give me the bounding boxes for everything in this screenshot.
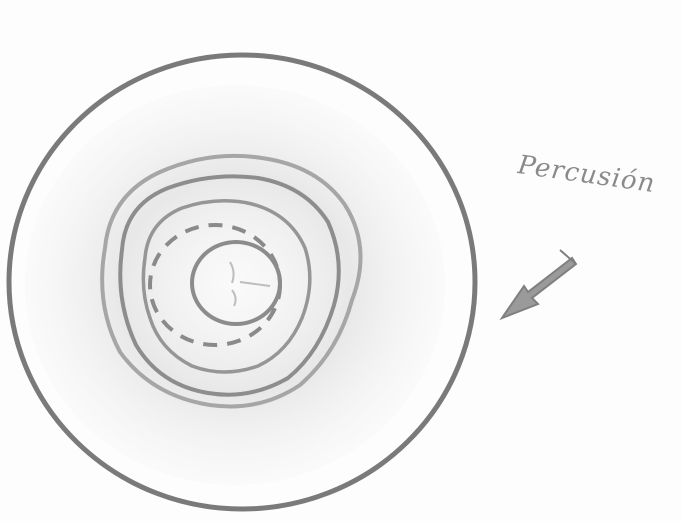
shading-halo	[25, 85, 445, 485]
arrow-icon	[502, 250, 576, 318]
